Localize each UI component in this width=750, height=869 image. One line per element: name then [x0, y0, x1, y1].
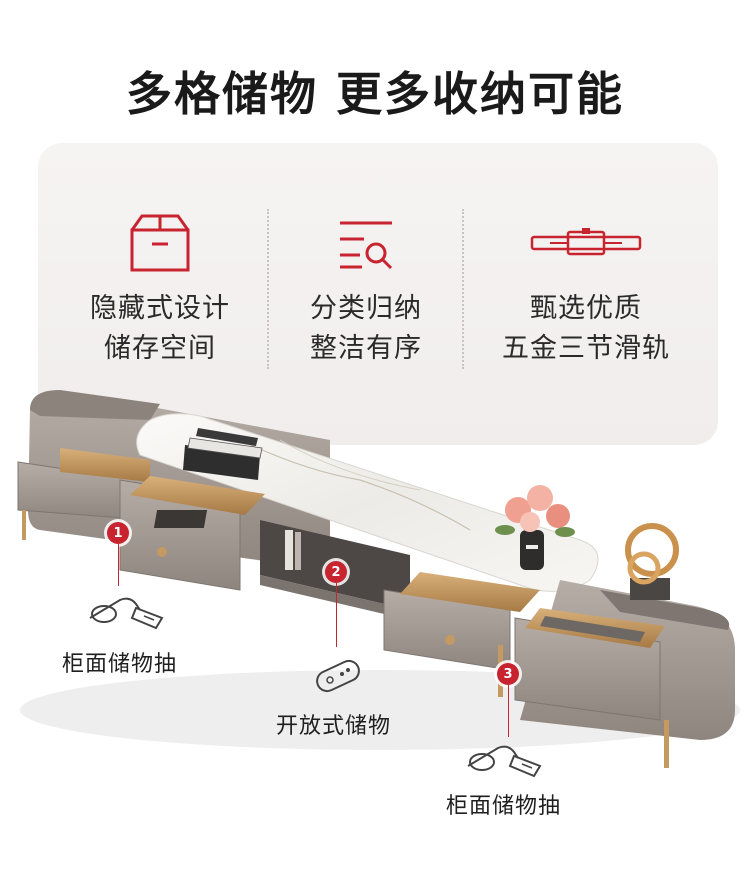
callout-label-3: 柜面储物抽 [446, 794, 562, 819]
callout-label-2: 开放式储物 [276, 714, 392, 739]
callout-leader-3 [508, 685, 509, 737]
feature-title: 分类归纳 [310, 293, 422, 324]
callout-marker-1[interactable]: 1 [107, 522, 129, 544]
box-icon [60, 211, 260, 275]
tv-cabinet-scene: 1 柜面储物抽 2 开放式储物 3 柜面储物抽 [0, 380, 750, 869]
feature-subtitle: 整洁有序 [310, 333, 422, 364]
feature-hidden-storage: 隐藏式设计 储存空间 [60, 211, 260, 369]
divider [462, 209, 464, 369]
feature-slide-rail: 甄选优质 五金三节滑轨 [486, 211, 686, 369]
page-title: 多格储物 更多收纳可能 [125, 67, 624, 121]
list-search-icon [266, 211, 466, 275]
remote-control-icon [316, 659, 360, 693]
vacuum-cleaner-icon [89, 597, 164, 630]
callout-label-1: 柜面储物抽 [62, 652, 178, 677]
callout-marker-2[interactable]: 2 [325, 561, 347, 583]
feature-subtitle: 五金三节滑轨 [502, 333, 670, 364]
divider [267, 209, 269, 369]
vacuum-cleaner-icon [467, 745, 542, 778]
feature-subtitle: 储存空间 [104, 333, 216, 364]
features-panel: 隐藏式设计 储存空间 分类归纳 整洁有序 [38, 143, 718, 445]
feature-classify: 分类归纳 整洁有序 [266, 211, 466, 369]
tv-cabinet-illustration [17, 390, 740, 768]
feature-title: 甄选优质 [530, 293, 642, 324]
callout-leader-2 [336, 583, 337, 647]
slide-rail-icon [486, 211, 686, 275]
callout-marker-3[interactable]: 3 [497, 663, 519, 685]
callout-leader-1 [118, 544, 119, 586]
feature-title: 隐藏式设计 [90, 293, 230, 324]
